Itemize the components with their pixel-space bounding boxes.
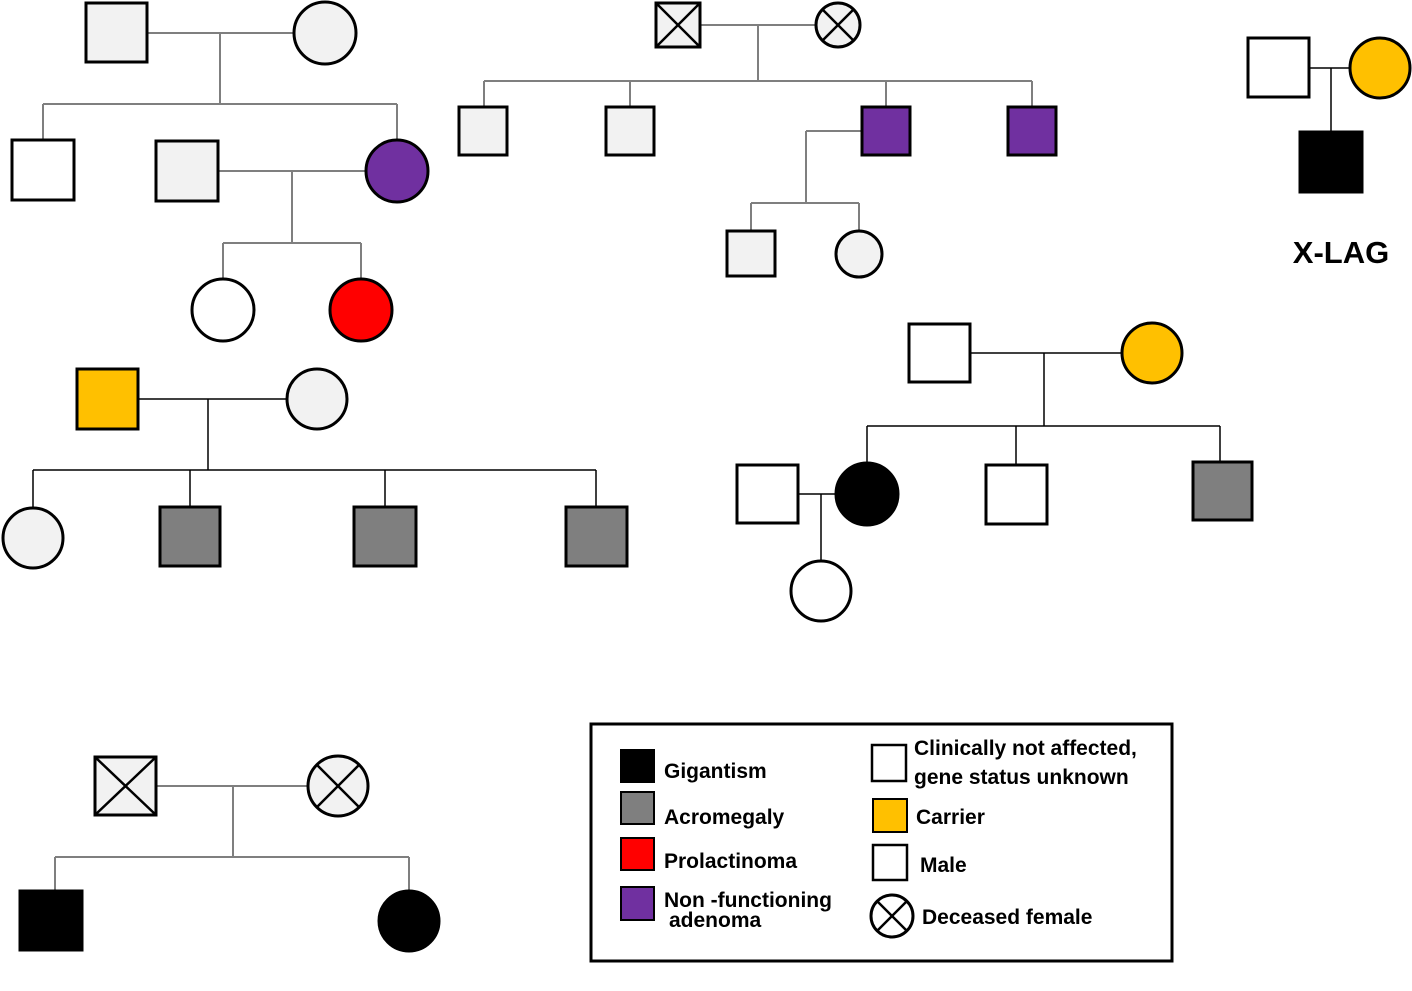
legend-deceased-female-label: Deceased female	[922, 906, 1092, 929]
pedigree-6	[18, 754, 441, 953]
female-gigantism-symbol	[377, 889, 441, 953]
male-unaffected-symbol	[1246, 36, 1311, 99]
legend-male-swatch	[871, 843, 909, 882]
legend-acromegaly-label: Acromegaly	[664, 806, 785, 829]
male-acromegaly-symbol	[564, 505, 629, 568]
female-unaffected-symbol	[1, 506, 65, 570]
pedigree-1	[10, 0, 430, 343]
legend-unaffected-swatch	[870, 743, 908, 783]
legend-prolactinoma-swatch	[620, 837, 655, 871]
male-unaffected-symbol	[84, 1, 149, 64]
legend-deceased-female-symbol	[869, 893, 915, 939]
legend-gigantism-label: Gigantism	[664, 760, 767, 783]
legend-nonfunctioning-label-line2: adenoma	[669, 909, 762, 932]
male-unaffected-symbol	[10, 138, 76, 202]
female-prolactinoma-symbol	[328, 277, 394, 343]
pedigree-2	[457, 1, 1058, 279]
legend-carrier-label: Carrier	[916, 806, 985, 829]
male-unaffected-symbol	[604, 105, 656, 157]
female-carrier-symbol	[1120, 321, 1184, 385]
female-unaffected-symbol	[292, 0, 358, 66]
legend-carrier-swatch	[872, 798, 908, 833]
legend-unaffected-label-line2: gene status unknown	[914, 766, 1129, 789]
legend-prolactinoma-label: Prolactinoma	[664, 850, 797, 873]
legend-unaffected-label-line1: Clinically not affected,	[914, 737, 1137, 760]
male-unaffected-symbol	[154, 139, 220, 203]
male-unaffected-symbol	[725, 229, 777, 278]
male-deceased-symbol	[654, 1, 702, 49]
legend-male-label: Male	[920, 854, 967, 877]
male-acromegaly-symbol	[158, 505, 222, 568]
male-acromegaly-symbol	[1191, 460, 1254, 522]
male-unaffected-symbol	[457, 105, 509, 157]
male-unaffected-symbol	[907, 322, 972, 384]
female-unaffected-symbol	[190, 277, 256, 343]
legend-gigantism-swatch	[620, 749, 655, 783]
legend-nonfunctioning-swatch	[620, 886, 655, 921]
female-nonfunctioning-adenoma-symbol	[364, 138, 430, 204]
female-carrier-symbol	[1348, 36, 1412, 100]
female-deceased-symbol	[814, 1, 862, 49]
legend: Gigantism Acromegaly Prolactinoma Non -f…	[589, 722, 1174, 963]
male-gigantism-symbol	[1298, 130, 1364, 194]
male-gigantism-symbol	[18, 889, 84, 952]
legend-nonfunctioning-label-line1: Non -functioning	[664, 889, 832, 912]
male-unaffected-symbol	[984, 463, 1049, 526]
female-unaffected-symbol	[834, 229, 884, 279]
female-gigantism-symbol	[834, 461, 900, 527]
male-deceased-symbol	[93, 755, 158, 817]
male-unaffected-symbol	[735, 463, 800, 525]
legend-acromegaly-swatch	[620, 791, 655, 825]
pedigree-4	[1, 367, 629, 570]
pedigree-5	[735, 321, 1254, 623]
male-acromegaly-symbol	[352, 505, 418, 568]
female-unaffected-symbol	[285, 367, 349, 431]
male-nonfunctioning-adenoma-symbol	[860, 105, 912, 157]
male-nonfunctioning-adenoma-symbol	[1006, 105, 1058, 157]
female-unaffected-symbol	[789, 559, 853, 623]
male-carrier-symbol	[75, 367, 140, 431]
xlag-label: X-LAG	[1293, 235, 1389, 270]
female-deceased-symbol	[306, 754, 370, 818]
pedigree-3: X-LAG	[1246, 36, 1412, 270]
